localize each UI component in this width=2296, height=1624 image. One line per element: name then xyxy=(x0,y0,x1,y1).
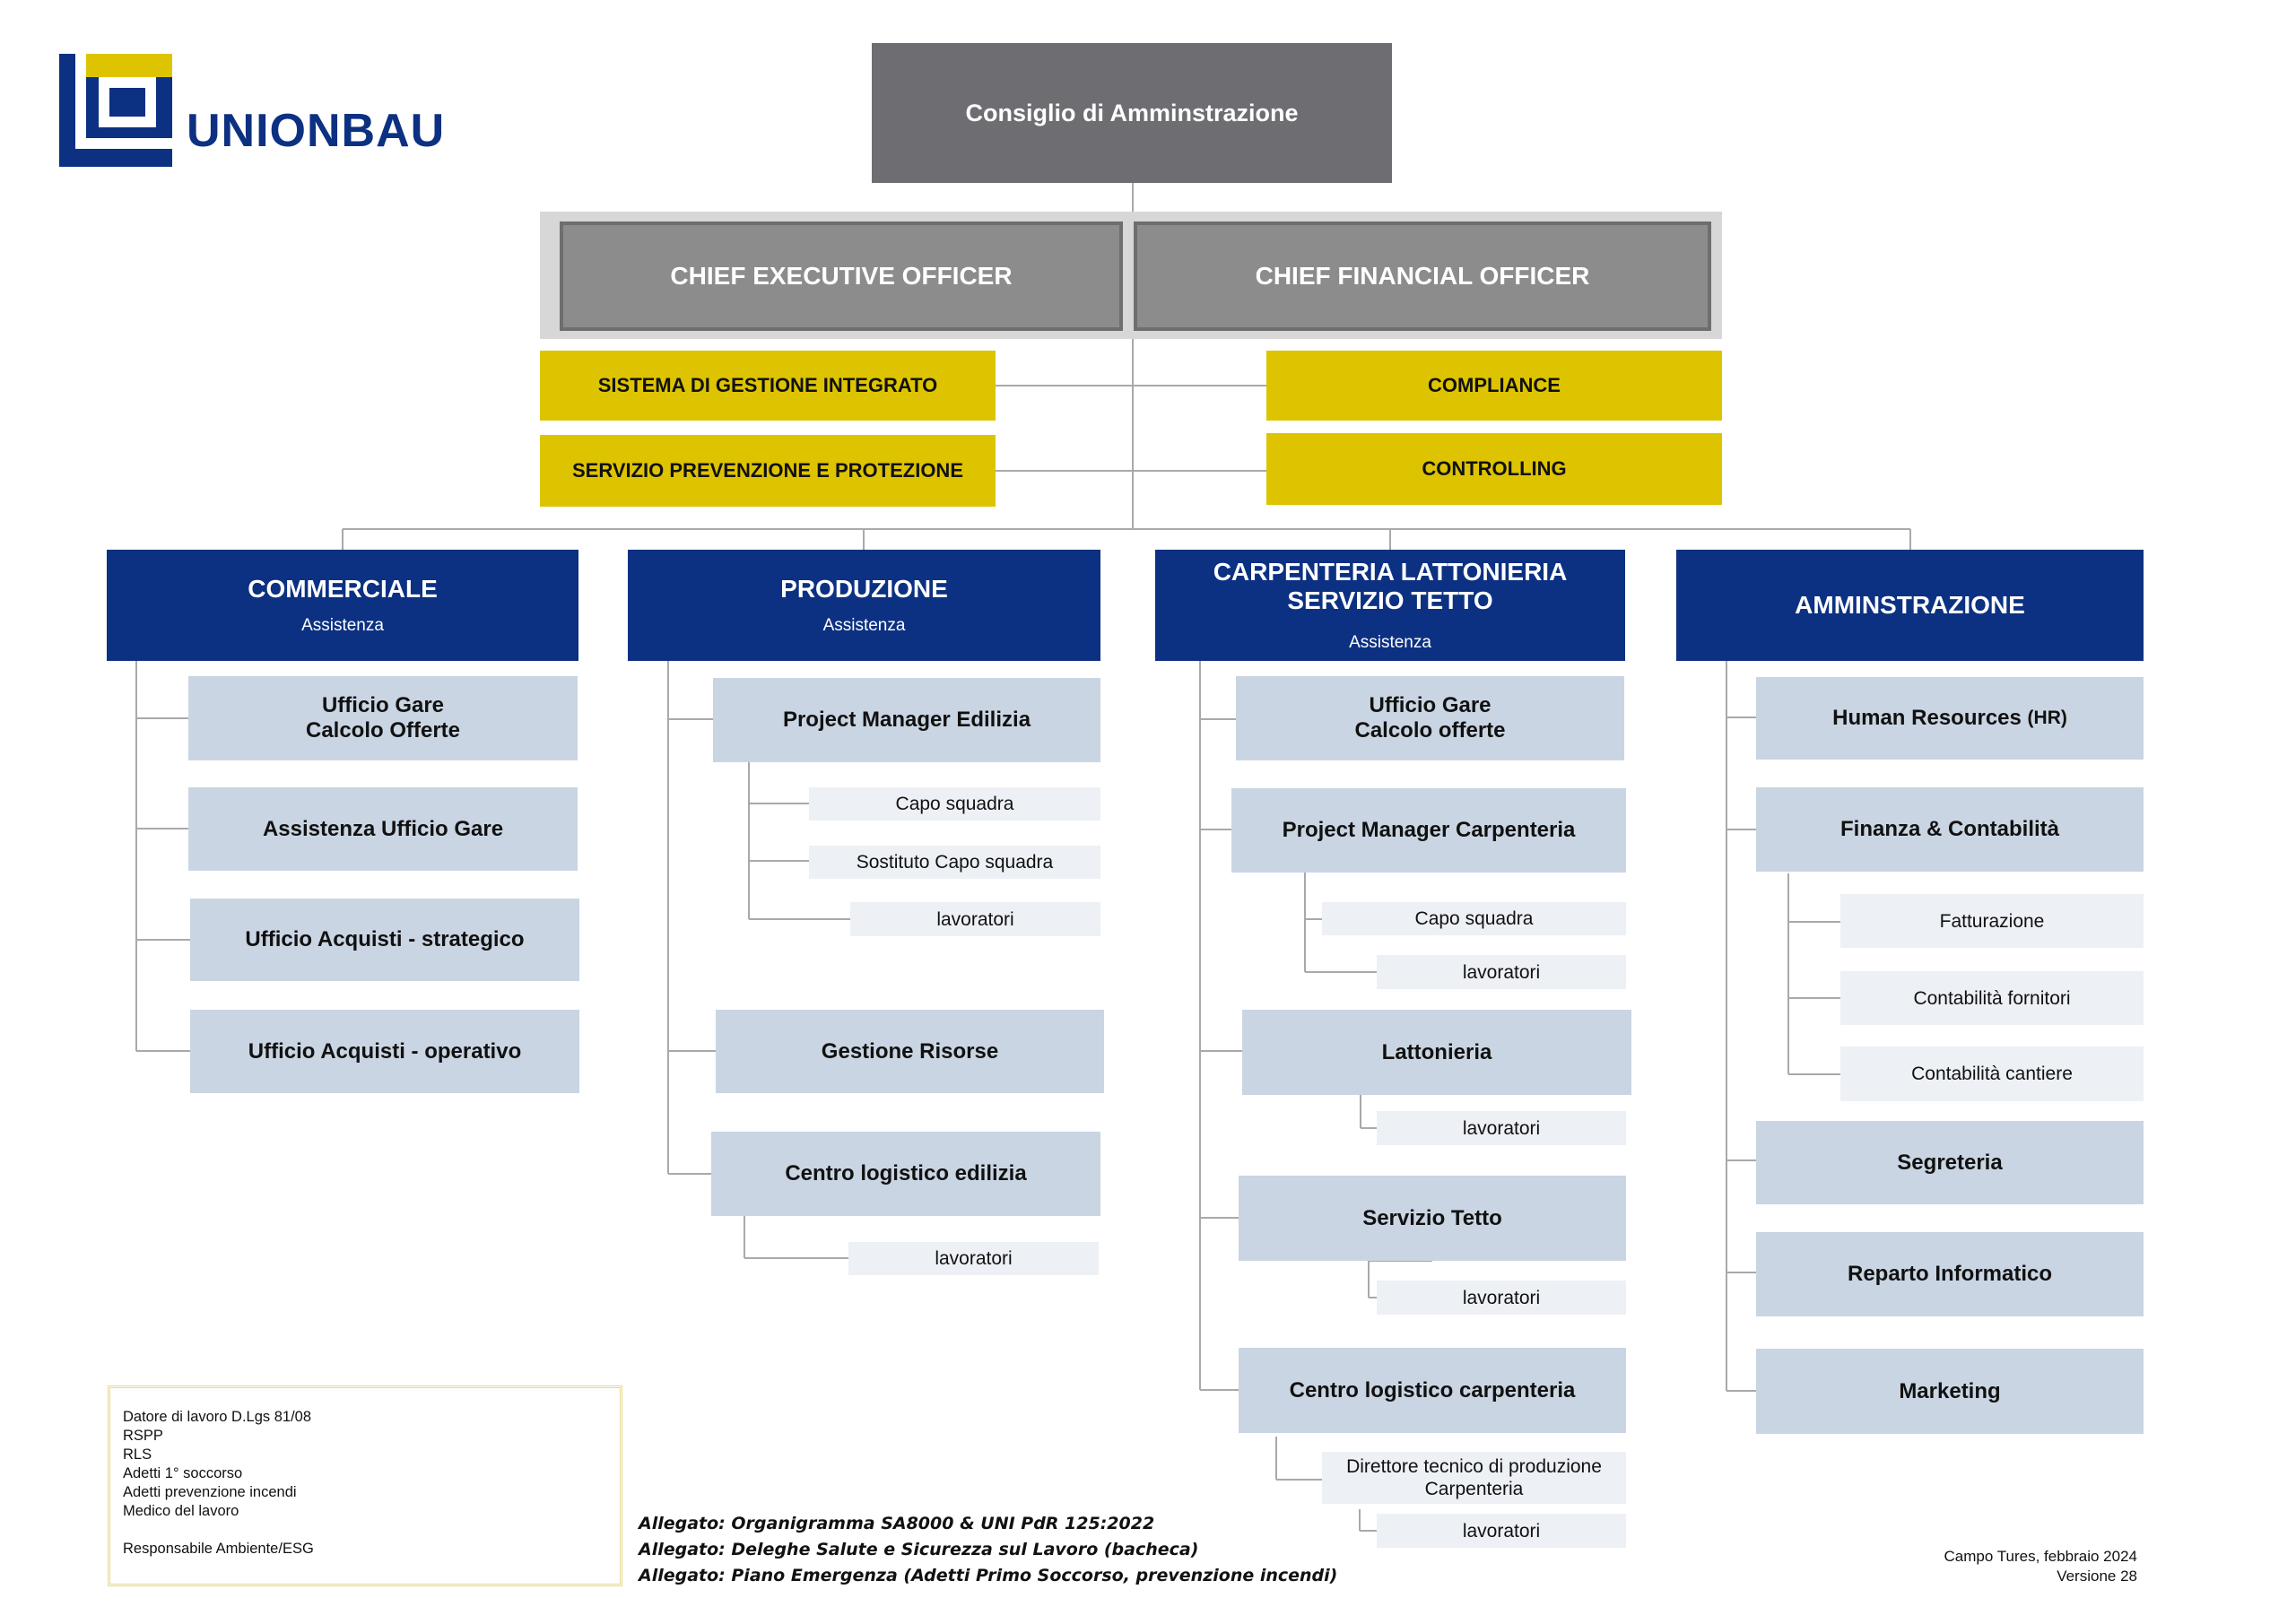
dept-commerciale-title: COMMERCIALE xyxy=(248,575,438,603)
unit-segreteria: Segreteria xyxy=(1756,1121,2144,1204)
unit-human-resources-suffix: (HR) xyxy=(2027,708,2067,728)
sgi-box: SISTEMA DI GESTIONE INTEGRATO xyxy=(540,351,996,421)
sub-lavoratori: lavoratori xyxy=(850,902,1100,936)
dept-produzione: PRODUZIONE Assistenza xyxy=(628,550,1100,661)
unionbau-logo-mark xyxy=(59,54,172,167)
legend-line: RSPP xyxy=(123,1428,163,1444)
unit-gestione-risorse: Gestione Risorse xyxy=(716,1010,1104,1093)
dept-carpenteria: CARPENTERIA LATTONIERIA SERVIZIO TETTO A… xyxy=(1155,550,1625,661)
footer-version: Versione 28 xyxy=(2057,1568,2137,1585)
unit-assistenza-ufficio-gare: Assistenza Ufficio Gare xyxy=(188,787,578,871)
footer-place-date: Campo Tures, febbraio 2024 xyxy=(1944,1548,2137,1565)
compliance-box: COMPLIANCE xyxy=(1266,351,1722,421)
dept-commerciale: COMMERCIALE Assistenza xyxy=(107,550,578,661)
sub-contabilita-fornitori: Contabilità fornitori xyxy=(1840,971,2144,1025)
unit-pm-edilizia: Project Manager Edilizia xyxy=(713,678,1100,762)
attachment-line: Allegato: Organigramma SA8000 & UNI PdR … xyxy=(639,1514,1155,1533)
legend-line: Adetti 1° soccorso xyxy=(123,1465,243,1481)
dept-produzione-title: PRODUZIONE xyxy=(780,575,948,603)
sub-lavoratori: lavoratori xyxy=(1377,1281,1626,1315)
legend-box: Datore di lavoro D.Lgs 81/08 RSPP RLS Ad… xyxy=(108,1385,622,1586)
cfo-box: CHIEF FINANCIAL OFFICER xyxy=(1134,221,1711,331)
unit-ufficio-gare: Ufficio Gare Calcolo Offerte xyxy=(188,676,578,760)
unit-centro-logistico-edilizia: Centro logistico edilizia xyxy=(711,1132,1100,1216)
unit-pm-carpenteria: Project Manager Carpenteria xyxy=(1231,788,1626,873)
logo-wordmark: UNIONBAU xyxy=(187,105,446,157)
sub-direttore-tecnico: Direttore tecnico di produzione Carpente… xyxy=(1322,1452,1626,1504)
unit-centro-logistico-carpenteria: Centro logistico carpenteria xyxy=(1239,1348,1626,1433)
unit-ufficio-gare-carpenteria: Ufficio Gare Calcolo offerte xyxy=(1236,676,1624,760)
unit-lattonieria: Lattonieria xyxy=(1242,1010,1631,1095)
unit-ufficio-acquisti-operativo: Ufficio Acquisti - operativo xyxy=(190,1010,579,1093)
attachment-line: Allegato: Piano Emergenza (Adetti Primo … xyxy=(639,1566,1338,1585)
sub-lavoratori: lavoratori xyxy=(848,1242,1099,1275)
footer: Campo Tures, febbraio 2024 Versione 28 xyxy=(1848,1547,2137,1586)
dept-amministrazione: AMMINSTRAZIONE xyxy=(1676,550,2144,661)
sub-lavoratori: lavoratori xyxy=(1377,955,1626,989)
sub-contabilita-cantiere: Contabilità cantiere xyxy=(1840,1046,2144,1101)
attachment-line: Allegato: Deleghe Salute e Sicurezza sul… xyxy=(639,1540,1199,1559)
dept-carpenteria-subtitle: Assistenza xyxy=(1349,633,1431,652)
board-box: Consiglio di Amminstrazione xyxy=(872,43,1392,183)
sub-lavoratori: lavoratori xyxy=(1377,1111,1626,1145)
unit-human-resources-label: Human Resources xyxy=(1832,706,2022,730)
unit-human-resources: Human Resources (HR) xyxy=(1756,677,2144,760)
dept-carpenteria-title: CARPENTERIA LATTONIERIA SERVIZIO TETTO xyxy=(1213,558,1568,614)
spp-box: SERVIZIO PREVENZIONE E PROTEZIONE xyxy=(540,435,996,507)
controlling-box: CONTROLLING xyxy=(1266,433,1722,505)
unionbau-logo xyxy=(59,54,172,167)
legend-line: RLS xyxy=(123,1446,152,1463)
unit-servizio-tetto: Servizio Tetto xyxy=(1239,1176,1626,1261)
attachments-list: Allegato: Organigramma SA8000 & UNI PdR … xyxy=(639,1511,1535,1589)
dept-commerciale-subtitle: Assistenza xyxy=(301,616,384,635)
ceo-box: CHIEF EXECUTIVE OFFICER xyxy=(560,221,1123,331)
legend-line: Medico del lavoro xyxy=(123,1503,239,1519)
sub-capo-squadra: Capo squadra xyxy=(1322,902,1626,935)
unit-reparto-informatico: Reparto Informatico xyxy=(1756,1232,2144,1316)
unit-finanza-contabilita: Finanza & Contabilità xyxy=(1756,787,2144,872)
legend-line: Adetti prevenzione incendi xyxy=(123,1484,297,1500)
legend-line: Datore di lavoro D.Lgs 81/08 xyxy=(123,1409,312,1425)
sub-fatturazione: Fatturazione xyxy=(1840,894,2144,948)
dept-produzione-subtitle: Assistenza xyxy=(822,616,906,635)
sub-capo-squadra: Capo squadra xyxy=(809,787,1100,821)
unit-marketing: Marketing xyxy=(1756,1349,2144,1434)
unit-ufficio-acquisti-strategico: Ufficio Acquisti - strategico xyxy=(190,899,579,981)
sub-lavoratori: lavoratori xyxy=(1377,1514,1626,1548)
dept-amministrazione-title: AMMINSTRAZIONE xyxy=(1795,591,2025,619)
legend-line: Responsabile Ambiente/ESG xyxy=(123,1541,314,1557)
sub-sostituto-capo-squadra: Sostituto Capo squadra xyxy=(809,846,1100,879)
